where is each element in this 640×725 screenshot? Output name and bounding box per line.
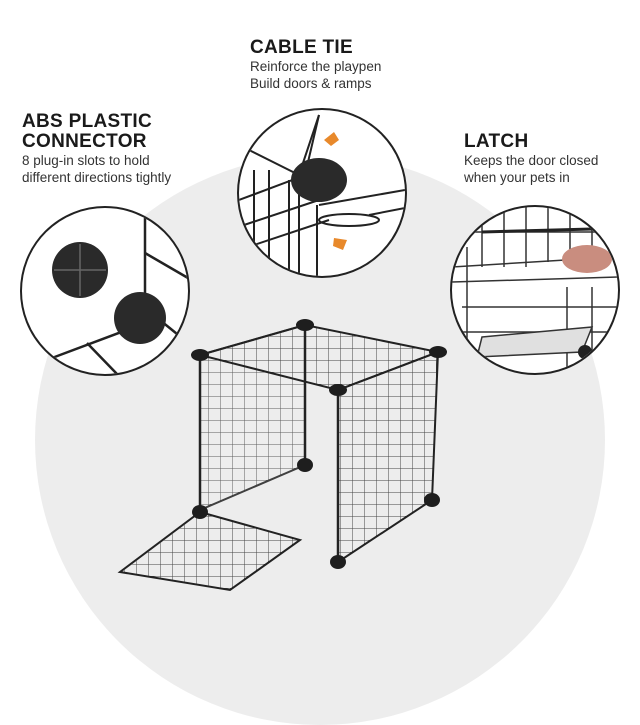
cable-tie-desc-2: Build doors & ramps <box>250 76 372 91</box>
connector-icon <box>291 158 347 202</box>
latch-illustration <box>452 207 618 373</box>
playpen-cage-illustration <box>100 300 480 610</box>
latch-inset <box>450 205 620 375</box>
abs-connector-title-1: ABS PLASTIC <box>22 111 152 132</box>
connector-icons <box>191 319 447 569</box>
cable-tie-illustration <box>239 114 405 276</box>
latch-label: LATCH Keeps the door closed when your pe… <box>464 132 598 186</box>
abs-connector-desc-1: 8 plug-in slots to hold <box>22 153 150 168</box>
latch-title: LATCH <box>464 131 529 152</box>
abs-connector-label: ABS PLASTIC CONNECTOR 8 plug-in slots to… <box>22 112 171 186</box>
abs-connector-illustration <box>51 218 188 374</box>
abs-connector-desc-2: different directions tightly <box>22 170 172 185</box>
arrow-icon <box>333 238 347 250</box>
abs-connector-title-2: CONNECTOR <box>22 131 147 152</box>
latch-desc-1: Keeps the door closed <box>464 153 599 168</box>
cable-tie-desc-1: Reinforce the playpen <box>250 59 382 74</box>
latch-desc-2: when your pets in <box>464 170 570 185</box>
abs-connector-inset <box>20 206 190 376</box>
cable-tie-inset <box>237 108 407 278</box>
arrow-icon <box>324 132 339 146</box>
cable-tie-label: CABLE TIE Reinforce the playpen Build do… <box>250 38 381 92</box>
cable-tie-title: CABLE TIE <box>250 37 353 58</box>
hand-icon <box>562 245 612 273</box>
